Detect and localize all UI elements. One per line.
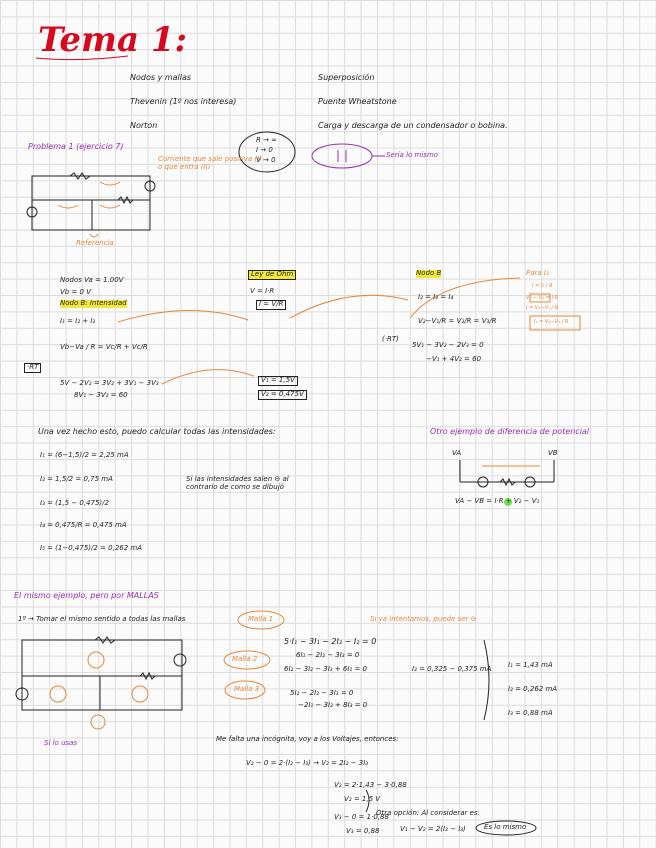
problem-label: Problema 1 (ejercicio 7) <box>28 142 124 151</box>
mesh-result: I₂ = 0,262 mA <box>508 685 558 693</box>
mesh-eq: 6I₁ − 2I₂ − 3I₃ = 0 <box>296 651 360 659</box>
final-line: V₂ = 1,5 V <box>344 795 381 803</box>
malla-label: Malla 1 <box>248 615 274 623</box>
mesh-result-note: I₂ = 0,325 − 0,375 mA <box>412 665 492 673</box>
node-fraction: Vb−Va / R = Vc/R + Vc/R <box>60 343 148 351</box>
potential-heading: Otro ejemplo de diferencia de potencial <box>430 427 590 436</box>
final-note: Otra opción: Al considerar es: <box>376 809 480 817</box>
equivalence-line: V → 0 <box>256 156 276 164</box>
malla-label: Malla 2 <box>232 655 258 663</box>
intensity-box-line: I = V₂−V₃ / R <box>526 305 559 311</box>
potential-eq: VA − VB = I·R + V₂ − V₁ <box>455 497 540 505</box>
node-b-eq: V₂−V₁/R = V₃/R = V₃/R <box>418 317 497 325</box>
node-b-label: Nodo B <box>416 269 442 278</box>
mesh-result: I₃ = 0,88 mA <box>508 709 553 717</box>
final-line: V₃ = 0,88 <box>346 827 380 835</box>
ohm-law-label: Ley de Ohm <box>248 270 297 280</box>
intensity-box-label: Para I₂ <box>526 269 549 277</box>
topic-item: Puente Wheatstone <box>318 97 397 106</box>
node-line: Nodos Va = 1.00V <box>60 276 124 284</box>
node-b-eq: −V₁ + 4V₂ = 60 <box>426 355 482 363</box>
topic-item: Norton <box>130 121 158 130</box>
intensity-line: I₅ = (1−0,475)/2 = 0,262 mA <box>40 544 143 552</box>
multiply-label: ·RT <box>24 363 42 373</box>
node-b-multiply: (·RT) <box>382 335 399 343</box>
intensities-heading: Una vez hecho esto, puedo calcular todas… <box>38 427 276 436</box>
final-heading: Me falta una incógnita, voy a los Voltaj… <box>216 735 399 743</box>
intensity-line: I₁ = (6−1,5)/2 = 2,25 mA <box>40 451 129 459</box>
intensity-line: I₂ = 1,5/2 = 0,75 mA <box>40 475 113 483</box>
topic-item: Superposición <box>318 73 375 82</box>
equivalence-line: I → 0 <box>256 146 273 154</box>
intensity-note: Si las intensidades salen ⊖ al contrario… <box>186 475 289 491</box>
topic-item: Carga y descarga de un condensador o bob… <box>318 121 508 130</box>
final-eq: V₂ − 0 = 2·(I₂ − I₃) → V₂ = 2I₂ − 3I₃ <box>246 759 369 767</box>
node-b-eq: I₂ = I₃ = I₄ <box>418 293 454 301</box>
malla-label: Malla 3 <box>234 685 260 693</box>
meshes-heading: El mismo ejemplo, pero por MALLAS <box>14 591 159 600</box>
intensity-line: I₄ = 0,475/R = 0,475 mA <box>40 521 127 529</box>
mesh-eq: −2I₁ − 3I₂ + 8I₃ = 0 <box>298 701 368 709</box>
capacitor-note: Sería lo mismo <box>386 151 439 159</box>
meshes-sub: 1º → Tomar el mismo sentido a todas las … <box>18 615 186 623</box>
ohm-law-i: I = V/R <box>256 300 287 310</box>
node-result: 5V − 2V₂ = 3V₂ + 3V₁ − 3V₃ <box>60 379 159 387</box>
node-b-eq: 5V₁ − 3V₂ − 2V₃ = 0 <box>412 341 484 349</box>
final-line: V₂ = 2·1,43 − 3·0,88 <box>334 781 407 789</box>
current-annotation: Corriente que sale positiva (I) o que en… <box>158 155 262 171</box>
final-box: Es lo mismo <box>484 823 527 831</box>
mesh-result: I₁ = 1,43 mA <box>508 661 553 669</box>
mesh-note: Si ya intentamos, puede ser ⊖ <box>370 615 477 623</box>
page-title: Tema 1: <box>38 20 188 60</box>
node-vb: VB <box>548 449 558 457</box>
intensity-box-line: V₂ − V₃ = I·R <box>526 295 559 301</box>
sign-note: Si lo usas <box>44 739 78 747</box>
mesh-eq: 6I₂ − 3I₂ − 3I₃ + 6I₁ = 0 <box>284 665 368 673</box>
intensity-box-line: I₂ = V₂−V₃ / R <box>534 319 569 325</box>
node-line: Vb = 0 V <box>60 288 92 296</box>
intensity-box-line: I = V / R <box>532 283 553 289</box>
topic-item: Thevenin (1º nos interesa) <box>130 97 237 106</box>
node-line: I₁ = I₂ + I₃ <box>60 317 96 325</box>
final-line: V₃ − 0 = 1·0,88 <box>334 813 389 821</box>
ohm-law-v: V = I·R <box>250 287 275 295</box>
results-box-line: V₁ = 1,5V <box>258 376 298 386</box>
node-result: 8V₁ − 3V₂ = 60 <box>74 391 128 399</box>
ground-label: Referencia <box>76 239 114 247</box>
node-line: Nodo B: Intensidad <box>60 299 127 308</box>
equivalence-line: R → ∞ <box>256 136 278 144</box>
mesh-eq: 5I₂ − 2I₂ − 3I₃ = 0 <box>290 689 354 697</box>
final-eq2: V₁ − V₂ = 2(I₂ − I₃) <box>400 825 466 833</box>
mesh-eq: 5·I₁ − 3I₁ − 2I₂ − I₂ = 0 <box>284 637 377 646</box>
topic-item: Nodos y mallas <box>130 73 192 82</box>
results-box-line: V₂ = 0,475V <box>258 390 307 400</box>
node-va: VA <box>452 449 462 457</box>
intensity-line: I₃ = (1,5 − 0,475)/2 <box>40 499 109 507</box>
